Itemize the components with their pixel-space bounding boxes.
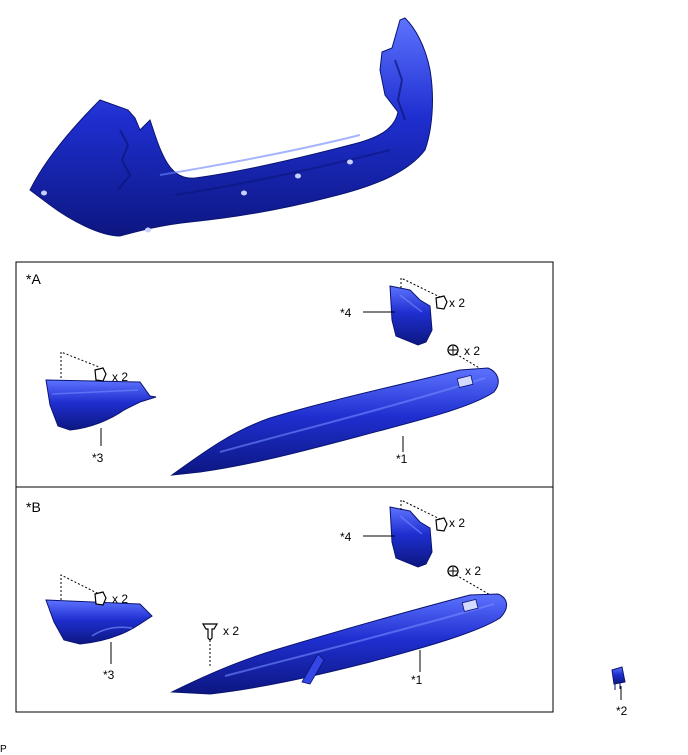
callout-part2: *2 [616, 704, 628, 718]
clip-qty-part3-a: x 2 [112, 370, 128, 384]
lower-cover-1-illustration [170, 593, 507, 695]
clip-icon [435, 517, 448, 532]
bracket-4-illustration [389, 506, 433, 568]
panel-b-label: *B [26, 499, 41, 515]
pin-qty-b: x 2 [223, 624, 239, 638]
callout-part3-a: *3 [92, 451, 104, 465]
clip-icon [435, 295, 448, 310]
panel-a-label: *A [26, 271, 41, 287]
callout-part1-a: *1 [396, 452, 408, 466]
screw-icon [447, 344, 459, 356]
side-piece-3-illustration [45, 599, 153, 645]
part-2-illustration [611, 666, 626, 690]
lower-cover-1-illustration [170, 367, 499, 476]
callout-part1-b: *1 [411, 673, 423, 687]
screw-icon [447, 565, 459, 577]
panel-b: *B x 2 *3 x 2 *4 x 2 [15, 486, 554, 713]
callout-part3-b: *3 [103, 668, 115, 682]
panel-a: *A x 2 *3 x 2 *4 x 2 [15, 261, 554, 488]
clip-qty-part4-a: x 2 [449, 296, 465, 310]
callout-part4-b: *4 [340, 530, 352, 544]
pin-icon [201, 623, 219, 641]
screw-qty-part1-a: x 2 [464, 344, 480, 358]
footer-mark: P [0, 744, 7, 755]
screw-qty-part1-b: x 2 [465, 564, 481, 578]
bumper-cover-illustration [29, 17, 433, 237]
bracket-4-illustration [389, 285, 433, 346]
side-piece-3-illustration [45, 379, 157, 431]
clip-icon [94, 591, 107, 606]
clip-icon [94, 367, 107, 382]
clip-qty-part4-b: x 2 [449, 516, 465, 530]
panel-b-frame [15, 486, 554, 713]
callout-part4-a: *4 [340, 306, 352, 320]
clip-qty-part3-b: x 2 [112, 592, 128, 606]
